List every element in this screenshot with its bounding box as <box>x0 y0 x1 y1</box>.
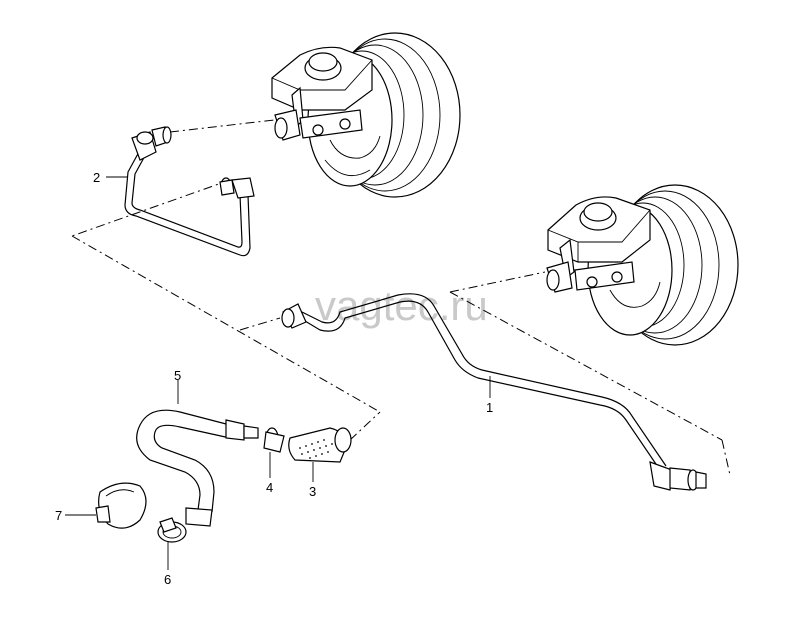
callout-7: 7 <box>55 508 62 523</box>
leader-lines <box>65 176 491 570</box>
hose-clamp-7 <box>95 482 147 529</box>
callout-4: 4 <box>266 480 273 495</box>
watermark: vagtec.ru <box>315 282 488 329</box>
master-cylinder-right <box>546 196 651 293</box>
callout-1: 1 <box>486 400 493 415</box>
callout-6: 6 <box>164 572 171 587</box>
callout-2: 2 <box>93 170 100 185</box>
vacuum-pipe-1 <box>281 293 707 491</box>
hose-clamp-6 <box>157 517 187 543</box>
callout-3: 3 <box>309 484 316 499</box>
clip-4 <box>263 427 285 453</box>
reference-lines <box>71 119 731 476</box>
vacuum-hose-5 <box>136 409 259 527</box>
callout-5: 5 <box>174 368 181 383</box>
callout-labels: 2 1 3 4 5 7 6 <box>55 170 493 587</box>
vacuum-pipe-2 <box>124 126 255 257</box>
master-cylinder-top <box>271 46 373 141</box>
check-valve-3 <box>288 427 352 463</box>
